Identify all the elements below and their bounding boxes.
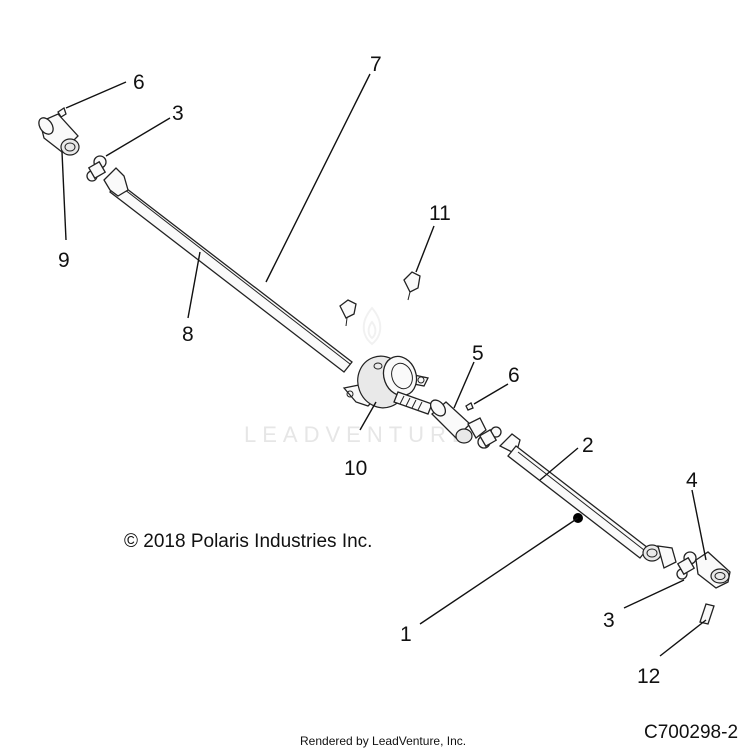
leader-2 (539, 447, 579, 481)
grease-fitting-rear (465, 402, 474, 411)
leader-7 (265, 73, 371, 283)
leader-6b (473, 383, 509, 405)
callout-labels: 6 3 7 9 11 8 5 6 10 2 4 1 3 12 (58, 53, 698, 688)
splined-stub-shaft (393, 391, 433, 415)
diagram-code: C700298-2 (644, 722, 738, 743)
callout-2: 2 (582, 434, 594, 457)
callout-5: 5 (472, 342, 484, 365)
watermark-flame-icon (362, 306, 382, 346)
leader-3a (105, 117, 171, 157)
callout-1: 1 (400, 623, 412, 646)
rear-yoke (642, 544, 677, 569)
u-joint-cross-middle (477, 426, 502, 449)
leader-11 (415, 225, 435, 273)
rendered-by-credit: Rendered by LeadVenture, Inc. (300, 734, 466, 748)
roll-pin (699, 603, 715, 625)
callout-9: 9 (58, 249, 70, 272)
callout-8: 8 (182, 323, 194, 346)
callout-6b: 6 (508, 364, 520, 387)
leader-3b (623, 579, 685, 609)
front-coupler (38, 113, 80, 156)
callout-12: 12 (637, 665, 660, 688)
callout-3b: 3 (603, 609, 615, 632)
leader-10 (359, 401, 377, 431)
grease-fitting-front (57, 106, 67, 118)
leader-12 (659, 619, 707, 657)
leader-4 (691, 489, 707, 561)
u-joint-cross-front (86, 155, 107, 182)
copyright-notice: © 2018 Polaris Industries Inc. (124, 531, 372, 552)
mounting-bolt-upper (403, 271, 421, 301)
rear-coupler (429, 399, 487, 444)
leader-1 (419, 517, 579, 625)
front-prop-shaft (109, 181, 353, 373)
watermark-text: LEADVENTURE (244, 422, 473, 447)
callout-11: 11 (429, 202, 451, 225)
u-joint-cross-rear (676, 551, 697, 580)
rear-end-yoke (695, 551, 731, 589)
callout-4: 4 (686, 469, 698, 492)
callout-10: 10 (344, 457, 367, 480)
leader-5 (453, 361, 475, 409)
leader-lines (61, 73, 707, 657)
leader-8 (187, 251, 201, 319)
mounting-bolt-lower (339, 299, 357, 327)
leader-9 (61, 151, 67, 241)
front-yoke (103, 167, 129, 197)
watermark: LEADVENTURE (244, 306, 473, 447)
callout-3a: 3 (172, 102, 184, 125)
callout-7: 7 (370, 53, 382, 76)
carrier-bearing (342, 355, 429, 409)
callout-6a: 6 (133, 71, 145, 94)
leader-6a (65, 81, 127, 109)
rear-prop-shaft (498, 433, 649, 559)
